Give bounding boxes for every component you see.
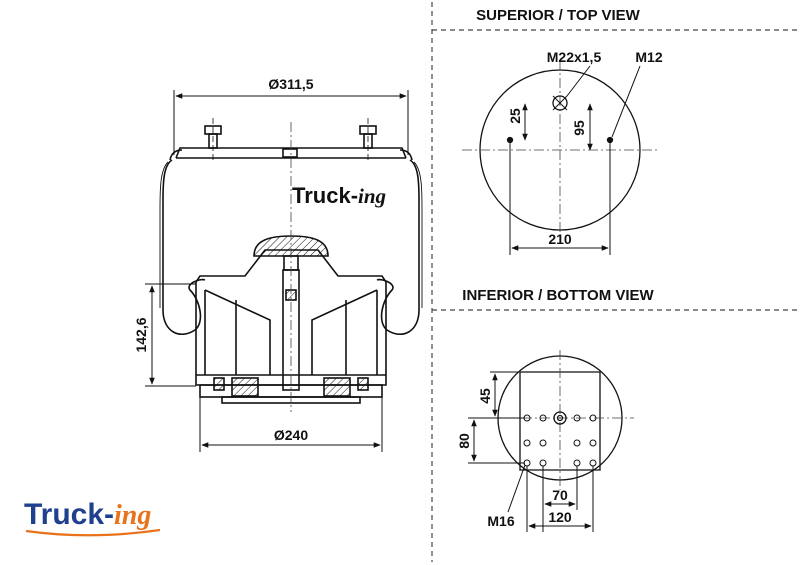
- top-view-title: SUPERIOR / TOP VIEW: [476, 7, 640, 24]
- bolt-pattern: [523, 414, 597, 467]
- bottom-view-title: INFERIOR / BOTTOM VIEW: [462, 287, 654, 304]
- dim-offset-80: 80: [456, 433, 472, 449]
- brand-logo: Truck-ing: [24, 498, 161, 537]
- logo-swoosh: [25, 528, 161, 537]
- svg-text:Truck-ing: Truck-ing: [292, 183, 386, 208]
- svg-text:Truck-ing: Truck-ing: [24, 498, 151, 531]
- side-dimensions: [145, 90, 409, 452]
- view-separators: [431, 2, 800, 562]
- m22-port: [552, 95, 568, 111]
- air-port: [282, 148, 298, 158]
- bottom-view: [468, 350, 634, 532]
- dim-bottom-diameter: Ø240: [274, 427, 308, 443]
- dim-width-70: 70: [552, 487, 568, 503]
- dim-height: 142,6: [133, 317, 149, 352]
- dim-top-diameter: Ø311,5: [268, 76, 313, 92]
- dim-offset-25: 25: [507, 108, 523, 124]
- piston: [195, 249, 387, 404]
- side-view: [159, 118, 423, 412]
- top-view: [462, 60, 660, 255]
- dim-width-120: 120: [548, 509, 572, 525]
- dim-offset-95: 95: [571, 120, 587, 136]
- dim-thread-bottom: M16: [487, 513, 514, 529]
- stud-left: [204, 118, 222, 160]
- watermark-logo: Truck-ing: [292, 183, 386, 208]
- bellows-outline: [162, 159, 206, 335]
- dim-width-210: 210: [548, 231, 572, 247]
- dim-thread-side: M12: [635, 49, 662, 65]
- dim-offset-45: 45: [477, 388, 493, 404]
- dim-thread-main: M22x1,5: [547, 49, 602, 65]
- stud-right: [359, 118, 377, 160]
